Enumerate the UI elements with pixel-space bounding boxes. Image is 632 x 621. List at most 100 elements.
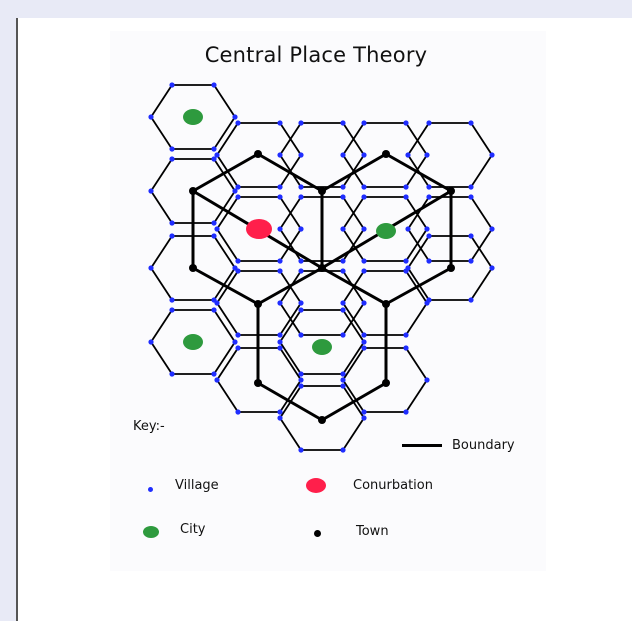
village-dot	[340, 268, 346, 274]
village-dot	[277, 300, 283, 306]
key-conurbation-label: Conurbation	[353, 478, 433, 493]
village-dot	[169, 220, 175, 226]
village-dot	[361, 345, 367, 351]
village-dot	[340, 226, 346, 232]
village-dot	[169, 233, 175, 239]
key-village-label: Village	[175, 478, 219, 493]
village-dot	[361, 339, 367, 345]
village-dot	[489, 226, 495, 232]
village-dot	[403, 258, 409, 264]
boundary-line	[321, 152, 387, 193]
conurbation-dot	[246, 219, 272, 239]
village-dot	[169, 146, 175, 152]
town-dot	[318, 187, 326, 195]
village-dot	[235, 184, 241, 190]
village-dot	[277, 339, 283, 345]
village-dot	[426, 184, 432, 190]
village-dot	[277, 258, 283, 264]
town-dot	[382, 300, 390, 308]
village-dot	[277, 152, 283, 158]
village-dot	[298, 447, 304, 453]
village-dot	[211, 220, 217, 226]
key-town-label: Town	[356, 524, 389, 539]
village-dot	[405, 152, 411, 158]
village-dot	[340, 371, 346, 377]
village-dot	[214, 226, 220, 232]
town-dot	[189, 187, 197, 195]
village-dot	[426, 194, 432, 200]
village-dot	[214, 152, 220, 158]
village-dot	[424, 226, 430, 232]
village-dot	[235, 120, 241, 126]
village-dot	[468, 297, 474, 303]
town-dot	[254, 379, 262, 387]
village-dot	[340, 152, 346, 158]
village-dot	[424, 152, 430, 158]
village-dot	[235, 345, 241, 351]
village-dot	[214, 300, 220, 306]
village-dot	[277, 268, 283, 274]
boundary-line	[257, 381, 323, 422]
village-dot	[235, 194, 241, 200]
village-dot	[340, 377, 346, 383]
village-dot	[298, 194, 304, 200]
village-dot	[340, 184, 346, 190]
village-dot	[148, 265, 154, 271]
town-dot-icon	[314, 530, 321, 537]
boundary-line	[257, 266, 323, 306]
village-dot	[211, 233, 217, 239]
village-dot	[361, 120, 367, 126]
village-dot	[340, 194, 346, 200]
village-dot	[277, 194, 283, 200]
village-dot	[235, 268, 241, 274]
village-dot	[235, 332, 241, 338]
key-boundary-label: Boundary	[452, 438, 515, 453]
city-dot-icon	[143, 526, 159, 538]
town-dot	[318, 264, 326, 272]
village-dot	[426, 233, 432, 239]
city-dot	[183, 109, 203, 125]
village-dot	[403, 194, 409, 200]
boundary-line	[192, 152, 259, 193]
village-dot	[403, 345, 409, 351]
village-dot	[298, 300, 304, 306]
hexagon-cell	[406, 122, 494, 188]
town-dot	[382, 379, 390, 387]
village-dot	[361, 226, 367, 232]
village-dot	[426, 120, 432, 126]
town-dot	[382, 150, 390, 158]
village-dot	[211, 371, 217, 377]
village-dot	[361, 415, 367, 421]
village-dot	[361, 152, 367, 158]
village-dot	[148, 188, 154, 194]
village-dot	[298, 371, 304, 377]
village-dot	[232, 339, 238, 345]
village-dot	[277, 120, 283, 126]
village-dot	[277, 345, 283, 351]
village-dot	[468, 233, 474, 239]
town-dot	[254, 150, 262, 158]
village-dot	[169, 156, 175, 162]
boundary-line	[257, 152, 323, 193]
city-dot	[183, 334, 203, 350]
village-dot	[403, 120, 409, 126]
village-dot	[235, 258, 241, 264]
village-dot	[235, 409, 241, 415]
village-dot	[169, 297, 175, 303]
village-dot	[361, 268, 367, 274]
village-dot	[298, 184, 304, 190]
village-dot	[403, 409, 409, 415]
village-dot	[298, 377, 304, 383]
village-dot	[361, 332, 367, 338]
boundary-line	[321, 266, 387, 306]
city-dot	[312, 339, 332, 355]
hexagon-cell	[278, 270, 366, 336]
village-dot	[340, 383, 346, 389]
village-dot	[169, 371, 175, 377]
hexagon-cell	[278, 122, 366, 188]
boundary-line	[192, 266, 259, 306]
conurbation-dot-icon	[306, 478, 326, 493]
village-dot	[361, 409, 367, 415]
village-dot	[426, 297, 432, 303]
